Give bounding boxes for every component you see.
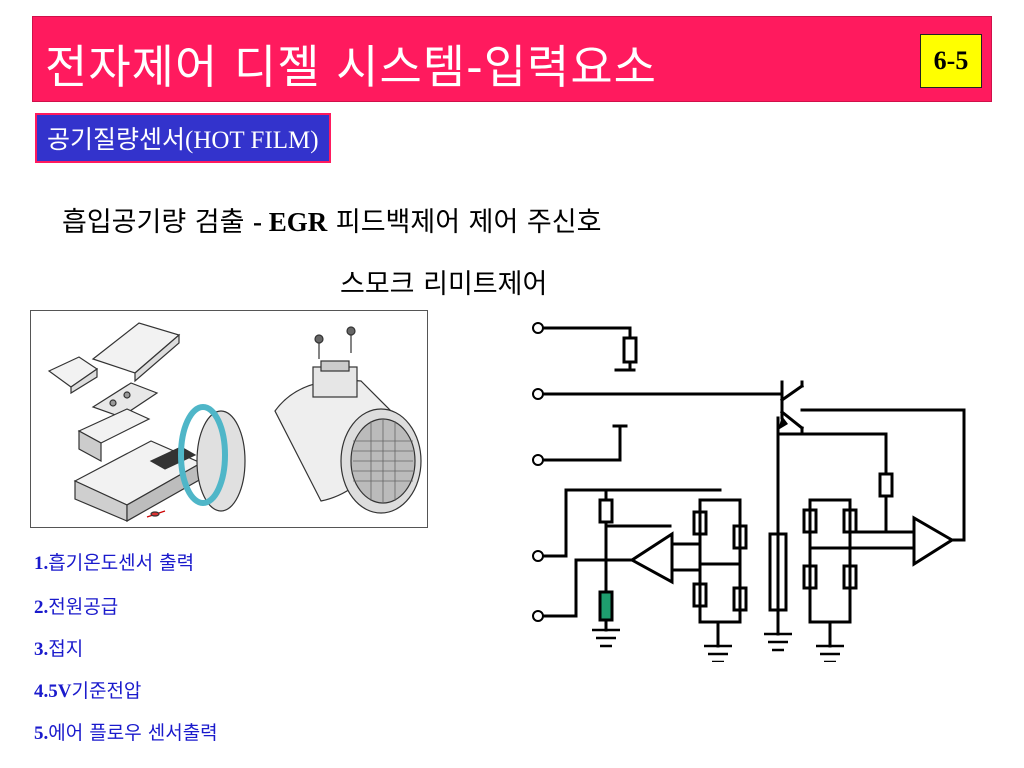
sensor-circuit-diagram [532, 322, 966, 662]
terminal-3 [532, 454, 544, 466]
page-number-badge: 6-5 [920, 34, 982, 88]
title-bar: 전자제어 디젤 시스템-입력요소 [32, 16, 992, 102]
legend-text: 기준전압 [71, 680, 142, 702]
legend-num: 2. [34, 597, 49, 618]
legend-text: 에어 플로우 센서출력 [48, 722, 218, 744]
description-part-b: - EGR [253, 207, 328, 237]
legend-num: 1. [34, 553, 49, 574]
legend-item-2: 2.전원공급 [34, 592, 118, 619]
terminal-2 [532, 388, 544, 400]
sensor-illustration [30, 310, 428, 528]
description-line-1: 흡입공기량 검출 - EGR 피드백제어 제어 주신호 [62, 200, 601, 239]
ground-symbols [592, 628, 844, 662]
legend-item-1: 1.흡기온도센서 출력 [34, 548, 194, 575]
description-part-c: 피드백제어 제어 주신호 [327, 207, 602, 238]
legend-item-3: 3.접지 [34, 634, 83, 661]
subtitle-box: 공기질량센서(HOT FILM) [35, 113, 331, 163]
legend-text: 접지 [48, 638, 84, 660]
sensor-exploded-view [47, 322, 422, 523]
slide-title: 전자제어 디젤 시스템-입력요소 [45, 40, 658, 94]
thermistor-element [598, 590, 614, 622]
transistor-arrow [778, 416, 788, 430]
terminal-1 [532, 322, 544, 334]
legend-num: 5. [34, 723, 49, 744]
legend-num: 3. [34, 639, 49, 660]
terminal-5 [532, 610, 544, 622]
description-line-2: 스모크 리미트제어 [340, 269, 548, 300]
terminal-4 [532, 550, 544, 562]
legend-num: 4.5V [34, 681, 72, 702]
legend-text: 전원공급 [48, 596, 119, 618]
legend-item-4: 4.5V기준전압 [34, 676, 141, 703]
legend-item-5: 5.에어 플로우 센서출력 [34, 718, 218, 745]
legend-text: 흡기온도센서 출력 [48, 552, 195, 574]
description-part-a: 흡입공기량 검출 [62, 207, 254, 238]
